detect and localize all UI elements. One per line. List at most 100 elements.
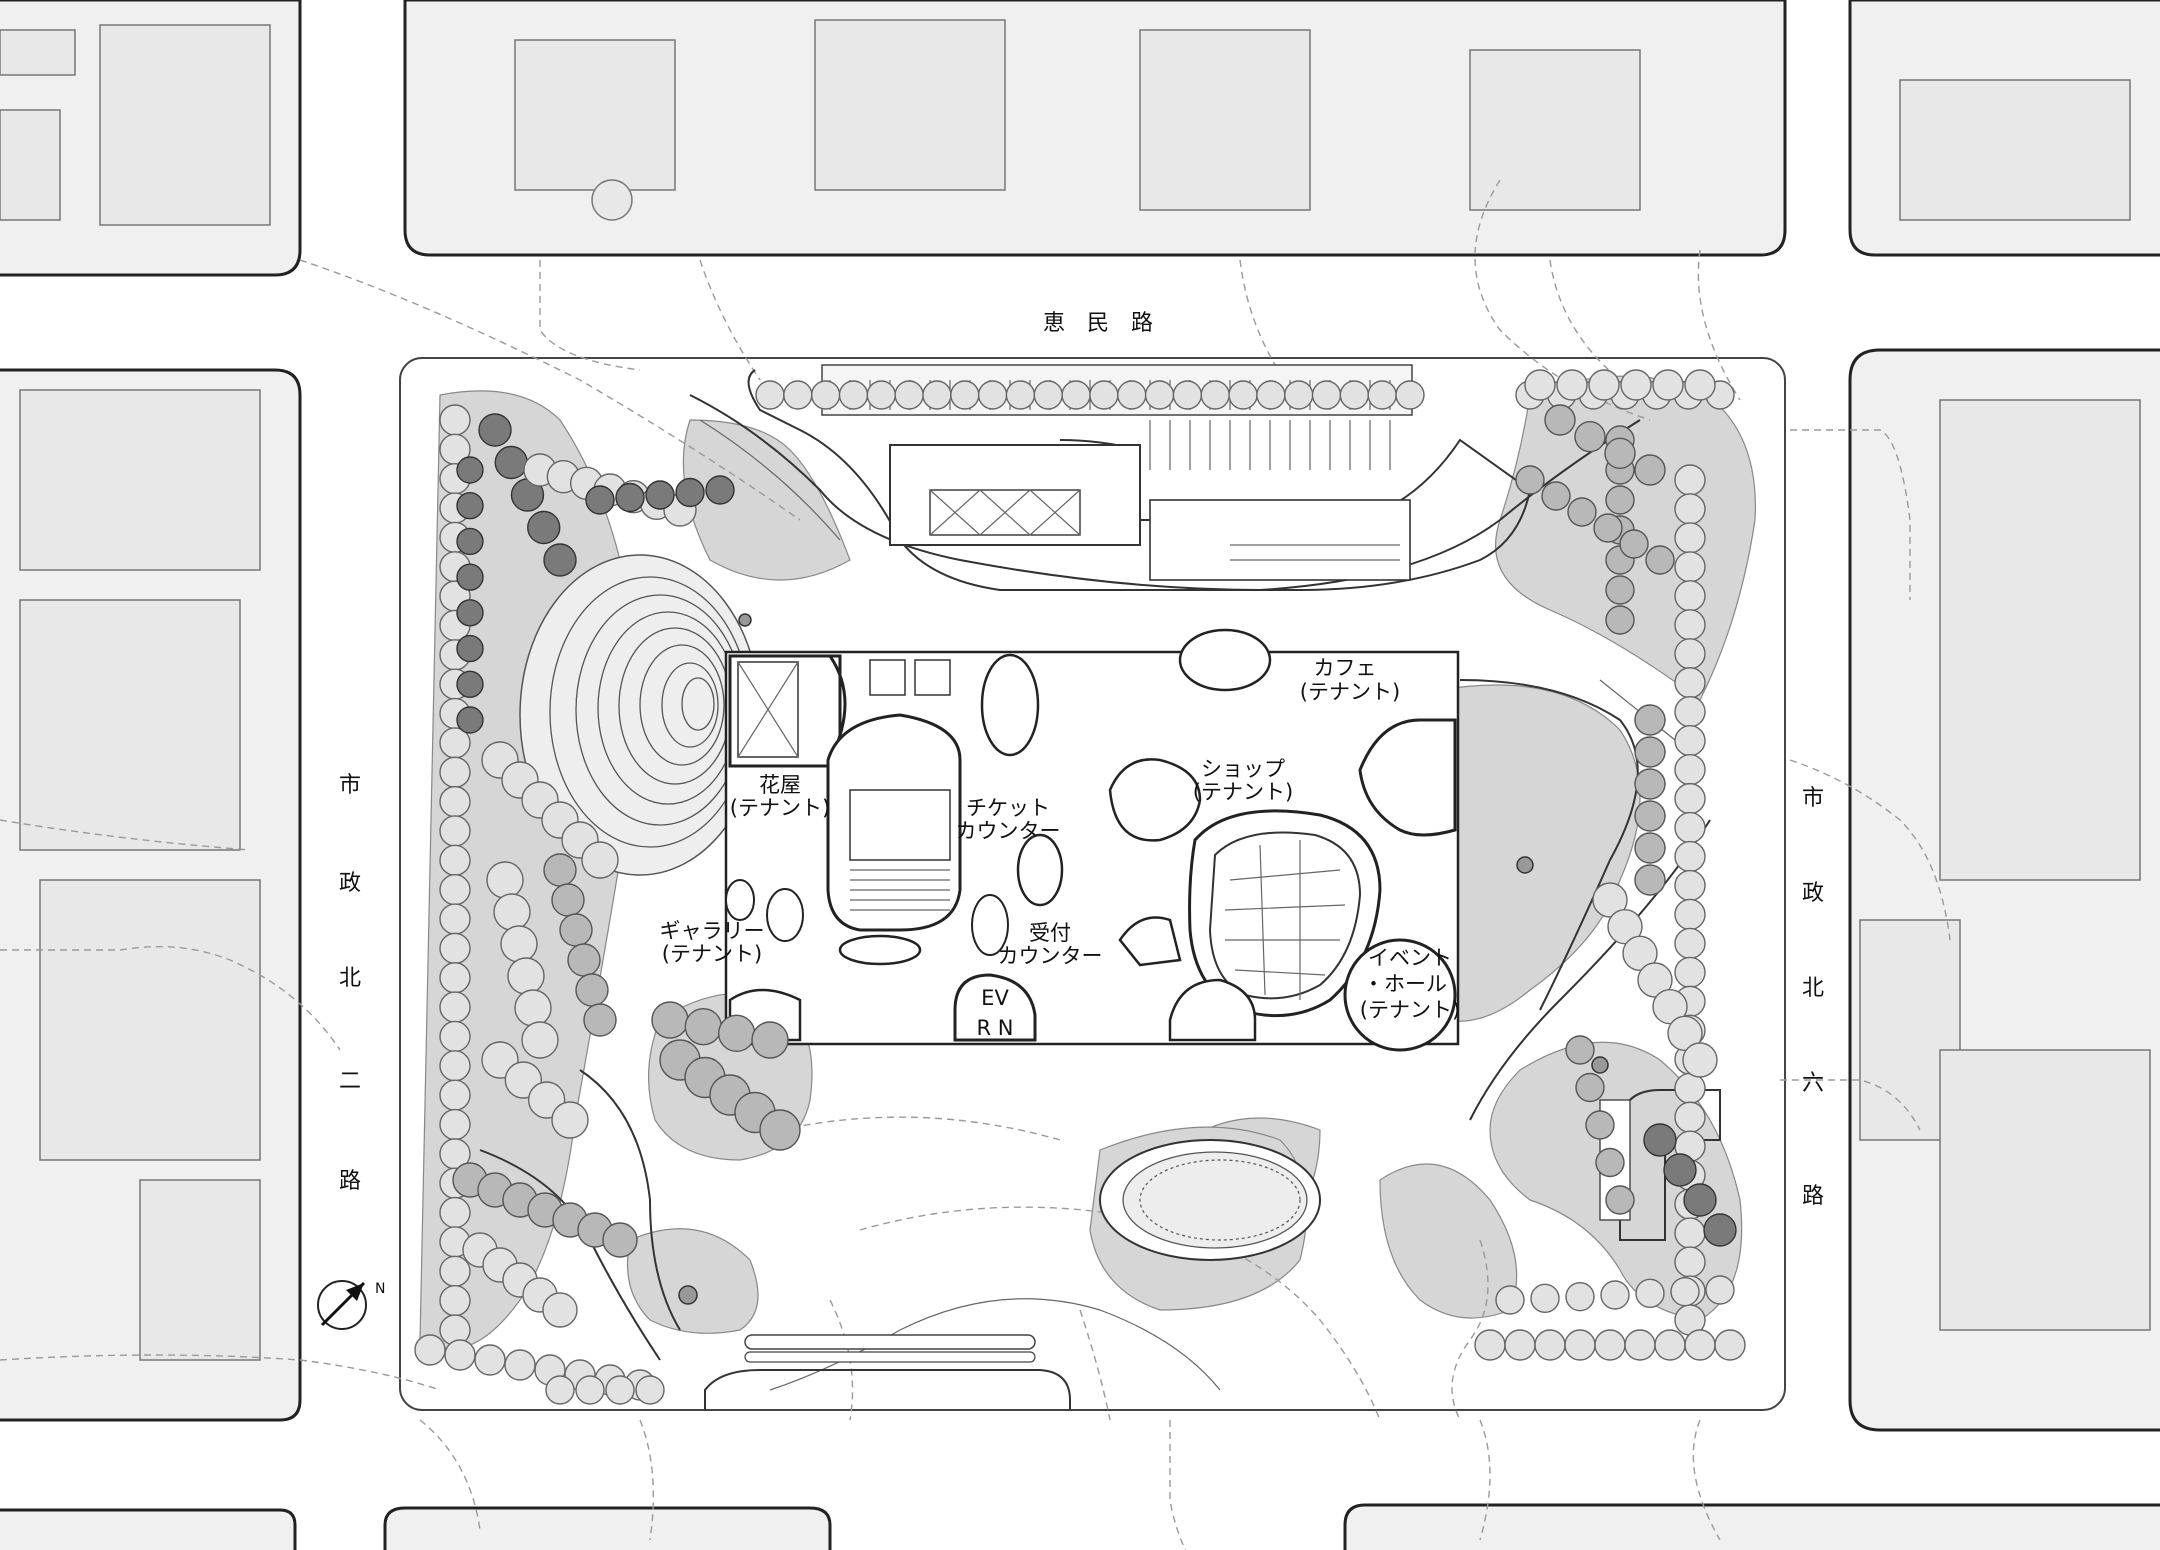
- tree-icon: [444, 1339, 476, 1371]
- tree-icon: [1172, 380, 1203, 410]
- tree-icon: [1339, 380, 1370, 410]
- label-reception-counter: カウンター: [998, 944, 1103, 968]
- tree-icon: [439, 756, 471, 788]
- label-ev: EV: [981, 986, 1009, 1010]
- tree-icon: [1575, 1072, 1605, 1103]
- tree-icon: [456, 492, 484, 520]
- tree-icon: [759, 1109, 801, 1151]
- label-event-tenant: (テナント): [1360, 998, 1460, 1022]
- tree-icon: [494, 445, 528, 480]
- tree-icon: [439, 991, 471, 1023]
- tree-icon: [1605, 485, 1635, 515]
- tree-icon: [705, 475, 735, 505]
- tree-icon: [456, 706, 484, 734]
- tree-icon: [1634, 704, 1666, 736]
- tree-icon: [1643, 1123, 1677, 1157]
- tree-icon: [1283, 380, 1314, 410]
- tree-icon: [439, 785, 471, 818]
- tree-icon: [439, 1255, 471, 1287]
- tree-icon: [456, 670, 484, 698]
- label-reception: 受付: [1029, 921, 1071, 945]
- tree-icon: [1674, 1217, 1706, 1249]
- tree-icon: [1674, 956, 1706, 989]
- tree-icon: [684, 1007, 723, 1046]
- label-cafe-tenant: (テナント): [1300, 680, 1400, 704]
- tree-icon: [1674, 522, 1706, 554]
- road-west-char-1: 市: [339, 773, 361, 798]
- tree-icon: [439, 844, 471, 877]
- tree-icon: [493, 893, 531, 931]
- tree-icon: [1565, 1281, 1595, 1312]
- tree-icon: [635, 1375, 665, 1405]
- tree-icon: [1674, 1101, 1706, 1133]
- tree-icon: [1674, 782, 1706, 815]
- label-flower-shop-tenant: (テナント): [730, 796, 830, 820]
- tree-icon: [1395, 380, 1425, 410]
- tree-icon: [456, 456, 484, 484]
- tree-icon: [1005, 380, 1036, 410]
- tree-icon: [1634, 454, 1666, 486]
- tree-icon: [1565, 1035, 1595, 1065]
- tree-icon: [456, 634, 484, 663]
- tree-icon: [1256, 380, 1286, 410]
- tree-icon: [545, 1375, 575, 1405]
- tree-icon: [439, 815, 471, 847]
- tree-icon: [439, 903, 471, 935]
- tree-icon: [755, 380, 785, 410]
- road-east-char-2: 政: [1802, 881, 1824, 906]
- road-east-char-5: 路: [1802, 1184, 1824, 1209]
- tree-icon: [1674, 811, 1706, 844]
- tree-icon: [1674, 753, 1706, 786]
- label-ticket-counter: カウンター: [956, 819, 1061, 843]
- tree-icon: [1703, 1213, 1737, 1247]
- label-gallery: ギャラリー: [660, 919, 765, 943]
- tree-icon: [1541, 481, 1571, 511]
- tree-icon: [1200, 380, 1230, 410]
- south-ramp: [704, 1334, 1071, 1410]
- tree-icon: [474, 1344, 506, 1376]
- tree-icon: [1504, 1329, 1536, 1361]
- north-arrow-icon: N: [317, 1280, 385, 1330]
- road-east-char-4: 六: [1802, 1071, 1824, 1096]
- tree-icon: [1622, 935, 1658, 972]
- road-label-west: 市 政 北 二 路: [339, 773, 361, 1194]
- road-label-east: 市 政 北 六 路: [1802, 786, 1824, 1209]
- tree-icon: [866, 380, 897, 410]
- tree-icon: [1652, 369, 1684, 401]
- tree-icon: [585, 485, 615, 515]
- tree-icon: [1674, 638, 1706, 670]
- tree-icon: [645, 480, 675, 510]
- tree-icon: [1556, 369, 1588, 401]
- tree-icon: [1605, 575, 1635, 605]
- tree-icon: [583, 1003, 617, 1037]
- road-west-char-4: 二: [339, 1069, 361, 1094]
- tree-icon: [1588, 369, 1620, 401]
- tree-icon: [922, 380, 952, 410]
- tree-icon: [1634, 832, 1666, 864]
- tree-icon: [1674, 493, 1706, 525]
- tree-icon: [1634, 800, 1666, 832]
- tree-icon: [810, 380, 841, 410]
- tree-icon: [439, 1108, 471, 1141]
- label-ticket: チケット: [966, 796, 1050, 820]
- site-markers: [678, 613, 1609, 1305]
- tree-icon: [1061, 380, 1091, 410]
- tree-icon: [478, 413, 512, 447]
- tree-icon: [602, 1222, 638, 1258]
- tree-icon: [1117, 380, 1147, 410]
- tree-icon: [1600, 1280, 1630, 1310]
- tree-icon: [542, 1292, 578, 1328]
- tree-icon: [527, 510, 561, 545]
- tree-icon: [439, 1050, 471, 1082]
- tree-icon: [1674, 898, 1706, 931]
- room-labels: 花屋 (テナント) チケット カウンター ギャラリー (テナント) 受付 カウン…: [660, 656, 1461, 1040]
- tree-icon: [1674, 1072, 1706, 1104]
- tree-icon: [439, 1020, 471, 1053]
- tree-icon: [1567, 497, 1597, 527]
- tree-icon: [551, 883, 585, 917]
- tree-icon: [439, 932, 471, 965]
- tree-icon: [456, 563, 484, 591]
- tree-icon: [615, 482, 645, 513]
- tree-icon: [1544, 404, 1576, 436]
- south-oval-pavilion: [1099, 1139, 1321, 1261]
